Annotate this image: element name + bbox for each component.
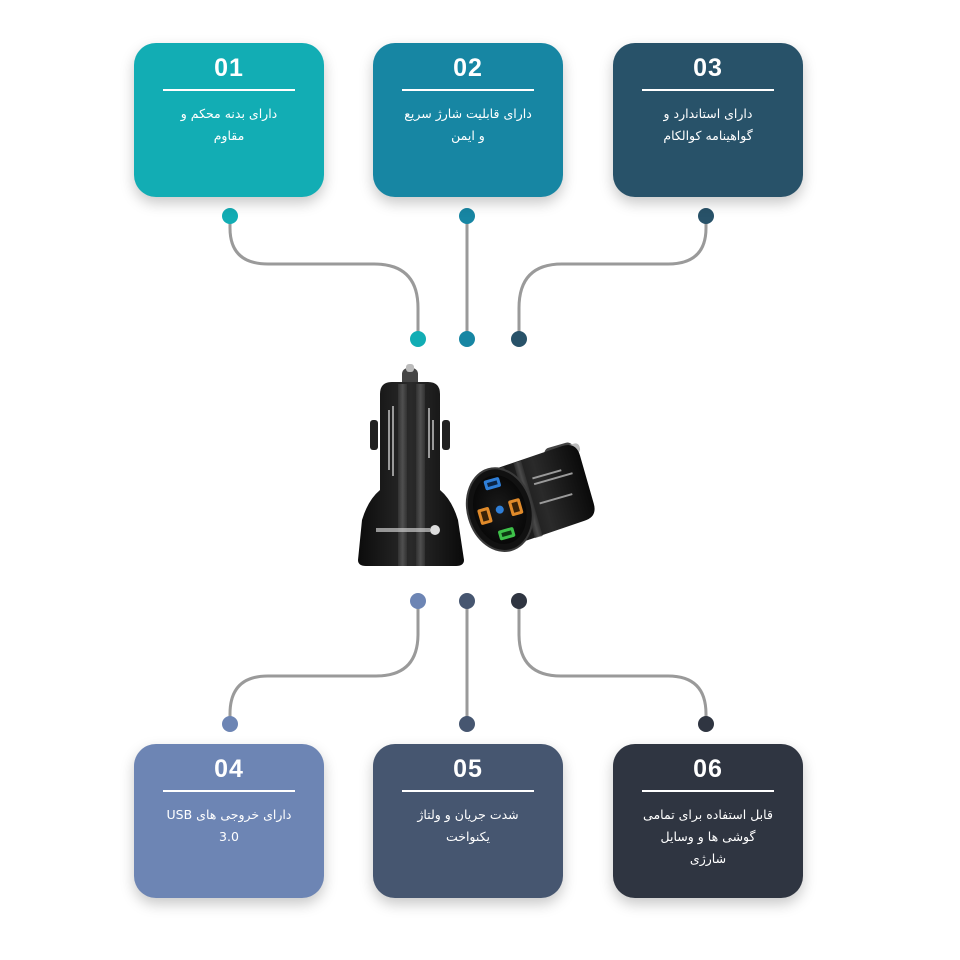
connector-03: [517, 214, 708, 341]
dot-03-top: [698, 208, 714, 224]
connector-04: [228, 599, 420, 726]
feature-number: 06: [693, 755, 723, 783]
feature-card-02: 02 دارای قابلیت شارژ سریع و ایمن: [373, 43, 563, 197]
dot-02-bottom: [459, 331, 475, 347]
dot-01-top: [222, 208, 238, 224]
dot-06-bottom: [698, 716, 714, 732]
divider: [642, 89, 774, 91]
feature-card-01: 01 دارای بدنه محکم و مقاوم: [134, 43, 324, 197]
divider: [642, 790, 774, 792]
feature-number: 01: [214, 54, 244, 82]
dot-04-bottom: [222, 716, 238, 732]
divider: [163, 790, 295, 792]
dot-03-bottom: [511, 331, 527, 347]
feature-text: دارای خروجی های USB 3.0: [166, 807, 292, 844]
feature-text: شدت جریان و ولتاژ یکنواخت: [417, 807, 519, 844]
feature-number: 02: [453, 54, 483, 82]
divider: [402, 790, 534, 792]
charger-back: [358, 364, 464, 566]
car-charger-icon: [358, 364, 595, 566]
dot-02-top: [459, 208, 475, 224]
dot-04-top: [410, 593, 426, 609]
feature-text: دارای استاندارد و گواهینامه کوالکام: [663, 106, 753, 143]
feature-text: دارای بدنه محکم و مقاوم: [180, 106, 278, 143]
dot-01-bottom: [410, 331, 426, 347]
feature-text: قابل استفاده برای تمامی گوشی ها و وسایل …: [643, 807, 773, 866]
feature-card-05: 05 شدت جریان و ولتاژ یکنواخت: [373, 744, 563, 898]
connector-01: [228, 214, 420, 341]
feature-text: دارای قابلیت شارژ سریع و ایمن: [404, 106, 532, 143]
feature-number: 04: [214, 755, 244, 783]
feature-card-06: 06 قابل استفاده برای تمامی گوشی ها و وسا…: [613, 744, 803, 898]
divider: [402, 89, 534, 91]
divider: [163, 89, 295, 91]
feature-number: 05: [453, 755, 483, 783]
feature-number: 03: [693, 54, 723, 82]
dot-06-top: [511, 593, 527, 609]
charger-front: [465, 442, 595, 552]
connector-06: [517, 599, 708, 726]
feature-card-04: 04 دارای خروجی های USB 3.0: [134, 744, 324, 898]
feature-card-03: 03 دارای استاندارد و گواهینامه کوالکام: [613, 43, 803, 197]
dot-05-top: [459, 593, 475, 609]
dot-05-bottom: [459, 716, 475, 732]
